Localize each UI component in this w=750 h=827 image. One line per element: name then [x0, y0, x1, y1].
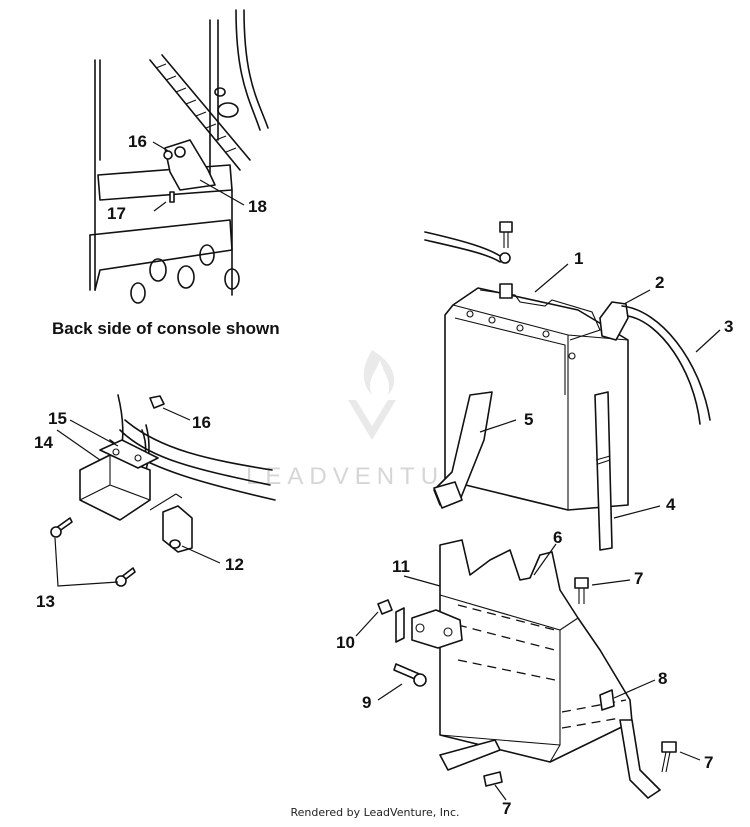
callout-14: 14 — [34, 433, 53, 452]
relay-group — [50, 394, 276, 587]
callout-9: 9 — [362, 693, 371, 712]
battery-box — [377, 539, 677, 799]
console-inset — [89, 9, 269, 304]
callout-3: 3 — [724, 317, 733, 336]
callout-13: 13 — [36, 592, 55, 611]
callout-5: 5 — [524, 410, 533, 429]
callout-7-top: 7 — [634, 569, 643, 588]
callout-2: 2 — [655, 273, 664, 292]
callout-15: 15 — [48, 409, 67, 428]
callout-7-bottom: 7 — [502, 799, 511, 818]
callout-7-right: 7 — [704, 753, 713, 772]
callout-16: 16 — [192, 413, 211, 432]
callout-16-inset: 16 — [128, 132, 147, 151]
callout-17: 17 — [107, 204, 126, 223]
battery — [424, 221, 711, 551]
watermark-logo — [348, 350, 396, 440]
callout-6: 6 — [553, 528, 562, 547]
callout-11: 11 — [392, 557, 410, 576]
callout-10: 10 — [336, 633, 355, 652]
footer-credit: Rendered by LeadVenture, Inc. — [290, 806, 460, 819]
inset-caption: Back side of console shown — [52, 319, 280, 338]
callout-1: 1 — [574, 249, 583, 268]
callout-12: 12 — [225, 555, 244, 574]
callout-4: 4 — [666, 495, 676, 514]
callout-8: 8 — [658, 669, 667, 688]
callout-18: 18 — [248, 197, 267, 216]
